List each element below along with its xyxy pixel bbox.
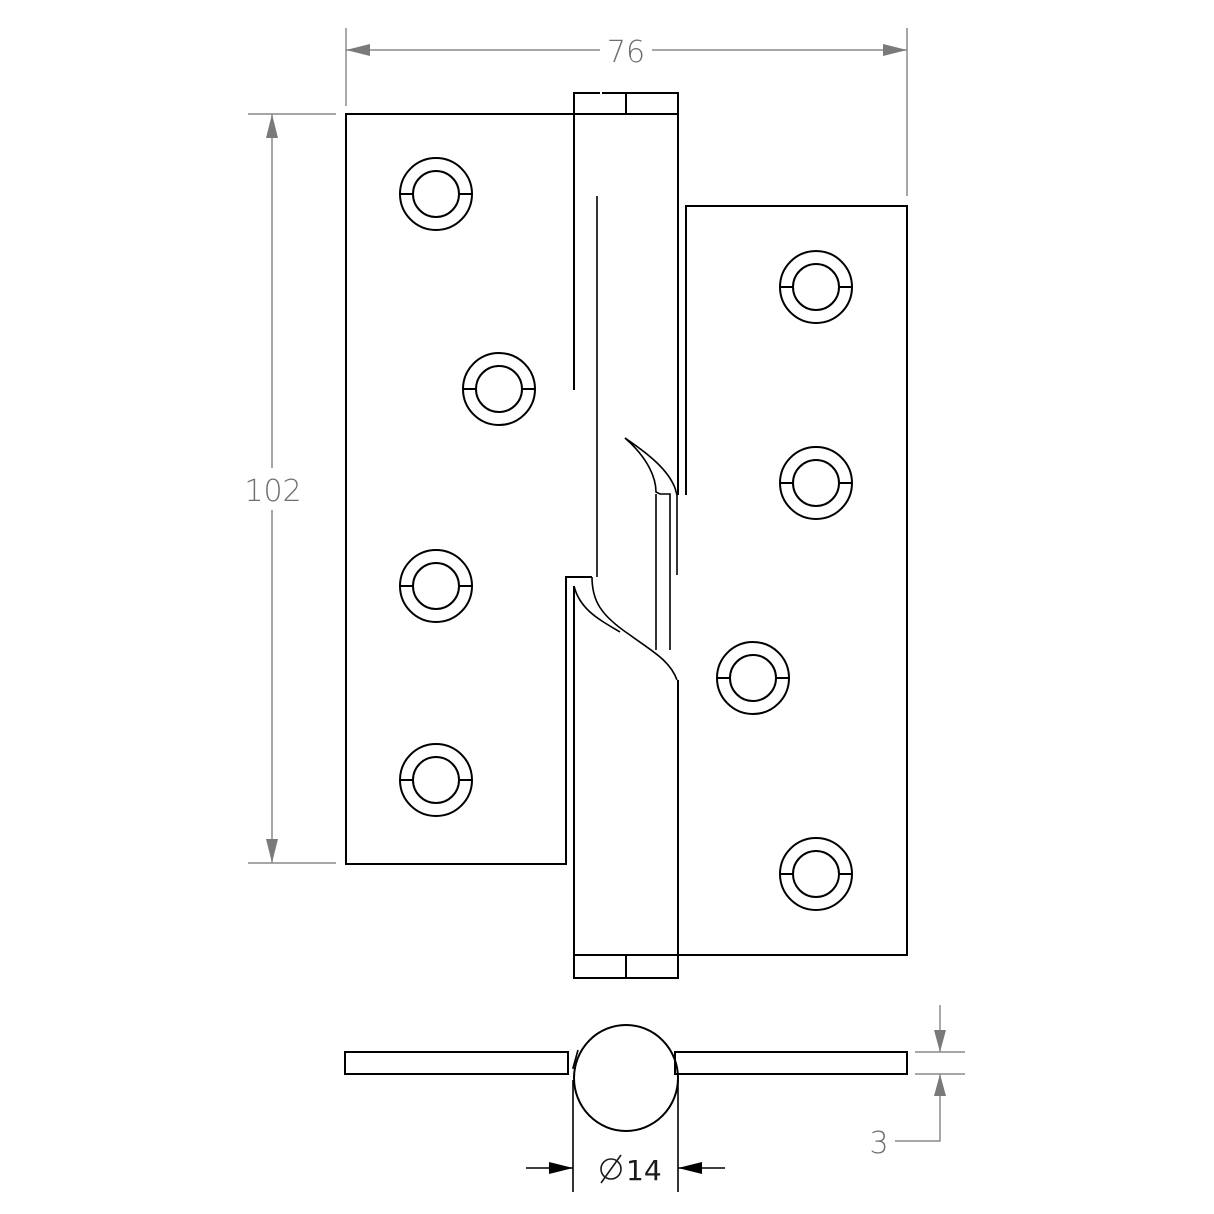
thickness-dimension-label: 3 <box>869 1126 888 1161</box>
arrow-down-icon <box>266 839 278 863</box>
countersunk-hole-icon <box>779 250 853 324</box>
helical-rise-curve <box>573 437 678 681</box>
countersunk-hole-icon <box>462 352 536 426</box>
countersunk-hole-icon <box>399 157 473 231</box>
height-dimension-label: 102 <box>244 474 301 509</box>
end-view-left-leaf <box>344 1051 569 1075</box>
lower-knuckle <box>573 586 679 955</box>
right-leaf <box>678 205 908 956</box>
countersunk-hole-icon <box>779 446 853 520</box>
thickness-dimension: 3 <box>869 1005 965 1161</box>
left-leaf <box>345 113 592 865</box>
diameter-symbol-icon <box>600 1154 622 1184</box>
upper-knuckle <box>573 114 679 575</box>
width-dimension-label: 76 <box>607 35 645 70</box>
height-dimension: 102 <box>244 113 336 864</box>
end-view-right-leaf <box>674 1051 908 1075</box>
arrow-right-icon <box>549 1162 573 1174</box>
arrow-left-icon <box>346 44 370 56</box>
width-dimension: 76 <box>345 28 908 196</box>
diameter-dimension-label: 14 <box>626 1154 662 1187</box>
arrow-left-icon <box>678 1162 702 1174</box>
arrow-up-icon <box>934 1074 946 1096</box>
end-view-knuckle <box>573 1024 679 1132</box>
knuckle-bottom-cap <box>573 954 679 979</box>
front-view <box>345 92 908 979</box>
diameter-dimension: 14 <box>526 1080 725 1192</box>
countersunk-hole-icon <box>716 641 790 715</box>
arrow-right-icon <box>883 44 907 56</box>
arrow-down-icon <box>934 1030 946 1052</box>
knuckle-top-cap <box>573 92 679 115</box>
end-view <box>344 1024 908 1132</box>
countersunk-hole-icon <box>399 549 473 623</box>
arrow-up-icon <box>266 114 278 138</box>
countersunk-hole-icon <box>779 837 853 911</box>
countersunk-hole-icon <box>399 743 473 817</box>
